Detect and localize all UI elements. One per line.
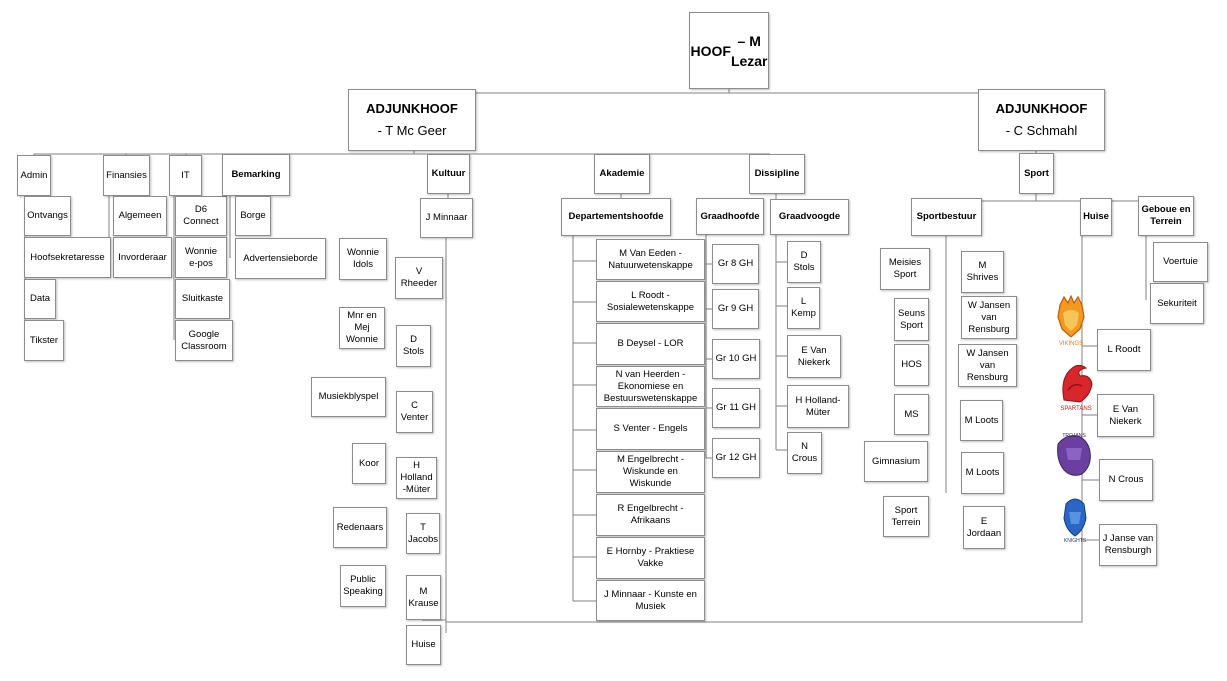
admin-item: Tikster [24, 320, 64, 361]
it-item: Wonnie e-pos [175, 237, 227, 278]
sport-activity: Gimnasium [864, 441, 928, 482]
grade-head-item: Gr 10 GH [712, 339, 760, 379]
sport-person: W Jansen van Rensburg [958, 344, 1017, 387]
geboue-terrein-box: Geboue en Terrein [1138, 196, 1194, 236]
kultuur-activity: Public Speaking [340, 565, 386, 607]
bemarking-item: Borge [235, 196, 271, 236]
sport-activity: MS [894, 394, 929, 435]
sport-activity: Meisies Sport [880, 248, 930, 290]
deputy-right-name: - C Schmahl [1005, 123, 1078, 138]
department-item: B Deysel - LOR [596, 323, 705, 365]
bemarking-item: Advertensieborde [235, 238, 326, 279]
knights-logo-label: KNIGHTS [1064, 538, 1087, 544]
graadvoogde-box: Graadvoogde [770, 199, 849, 235]
graadhoofde-box: Graadhoofde [696, 198, 764, 235]
house-person: J Janse van Rensburgh [1099, 524, 1157, 566]
kultuur-activity: Musiekblyspel [311, 377, 386, 417]
graadvoog-item: N Crous [787, 432, 822, 474]
kultuur-activity: Koor [352, 443, 386, 484]
knights-logo-icon: KNIGHTS [1058, 492, 1092, 544]
deputy-left-box: ADJUNKHOOF - T Mc Geer [348, 89, 476, 151]
akademie-box: Akademie [594, 154, 650, 194]
kultuur-person: H Holland -Müter [396, 457, 437, 499]
kultuur-person: D Stols [396, 325, 431, 367]
department-item: J Minnaar - Kunste en Musiek [596, 580, 705, 621]
principal-title: HOOF [690, 42, 731, 59]
spartans-logo-icon: SPARTANS [1056, 360, 1096, 412]
it-item: Sluitkaste [175, 279, 230, 319]
sport-box: Sport [1019, 153, 1054, 194]
department-item: S Venter - Engels [596, 408, 705, 450]
kultuur-huise: Huise [406, 625, 441, 665]
deputy-left-title: ADJUNKHOOF [366, 101, 458, 116]
sport-person: E Jordaan [963, 506, 1005, 549]
sport-person: W Jansen van Rensburg [961, 296, 1017, 339]
kultuur-box: Kultuur [427, 154, 470, 194]
house-person: N Crous [1099, 459, 1153, 501]
it-item: Google Classroom [175, 320, 233, 361]
deputy-right-title: ADJUNKHOOF [995, 101, 1088, 116]
house-person: E Van Niekerk [1097, 394, 1154, 437]
vikings-logo-icon: VIKINGS [1054, 294, 1088, 347]
admin-item: Hoofsekretaresse [24, 237, 111, 278]
grade-head-item: Gr 8 GH [712, 244, 759, 284]
department-item: N van Heerden - Ekonomiese en Bestuurswe… [596, 366, 705, 407]
sport-person: M Shrives [961, 251, 1004, 293]
kultuur-activity: Mnr en Mej Wonnie [339, 307, 385, 349]
spartans-logo-label: SPARTANS [1060, 406, 1091, 412]
graadvoog-item: L Kemp [787, 287, 820, 329]
deputy-left-name: - T Mc Geer [377, 123, 447, 138]
grade-head-item: Gr 12 GH [712, 438, 760, 478]
departementshoofde-box: Departementshoofde [561, 198, 671, 236]
finansies-item: Algemeen [113, 196, 167, 236]
principal-name: – M Lezar [730, 32, 768, 69]
kultuur-activity: Redenaars [333, 507, 387, 548]
trojans-logo-label: TROJANS [1062, 433, 1086, 439]
department-item: M Van Eeden - Natuurwetenskappe [596, 239, 705, 280]
finansies-item: Invorderaar [113, 237, 172, 278]
it-item: D6 Connect [175, 196, 227, 236]
graadvoog-item: H Holland- Müter [787, 385, 849, 428]
dissipline-box: Dissipline [749, 154, 805, 194]
bemarking-box: Bemarking [222, 154, 290, 196]
kultuur-head: J Minnaar [420, 198, 473, 238]
kultuur-person: C Venter [396, 391, 433, 433]
grade-head-item: Gr 9 GH [712, 289, 759, 329]
principal-box: HOOF– M Lezar [689, 12, 769, 89]
graadvoog-item: D Stols [787, 241, 821, 283]
department-item: M Engelbrecht - Wiskunde en Wiskunde [596, 451, 705, 493]
vikings-logo-label: VIKINGS [1059, 341, 1083, 347]
admin-item: Data [24, 279, 56, 319]
house-person: L Roodt [1097, 329, 1151, 371]
department-item: E Hornby - Praktiese Vakke [596, 537, 705, 579]
department-item: R Engelbrecht - Afrikaans [596, 494, 705, 536]
huise-box: Huise [1080, 198, 1112, 236]
deputy-right-box: ADJUNKHOOF - C Schmahl [978, 89, 1105, 151]
sportbestuur-box: Sportbestuur [911, 198, 982, 236]
admin-box: Admin [17, 155, 51, 196]
admin-item: Ontvangs [24, 196, 71, 236]
sport-person: M Loots [960, 400, 1003, 441]
graadvoog-item: E Van Niekerk [787, 335, 841, 378]
finansies-box: Finansies [103, 155, 150, 196]
kultuur-person: V Rheeder [395, 257, 443, 299]
trojans-logo-icon: TROJANS [1052, 430, 1096, 482]
geboue-item: Voertuie [1153, 242, 1208, 282]
sport-person: M Loots [961, 452, 1004, 494]
sport-activity: Sport Terrein [883, 496, 929, 537]
sport-activity: Seuns Sport [894, 298, 929, 341]
it-box: IT [169, 155, 202, 196]
geboue-item: Sekuriteit [1150, 283, 1204, 324]
kultuur-activity: Wonnie Idols [339, 238, 387, 280]
department-item: L Roodt - Sosialewetenskappe [596, 281, 705, 322]
kultuur-person: M Krause [406, 575, 441, 620]
sport-activity: HOS [894, 344, 929, 386]
grade-head-item: Gr 11 GH [712, 388, 760, 428]
kultuur-person: T Jacobs [406, 513, 440, 554]
